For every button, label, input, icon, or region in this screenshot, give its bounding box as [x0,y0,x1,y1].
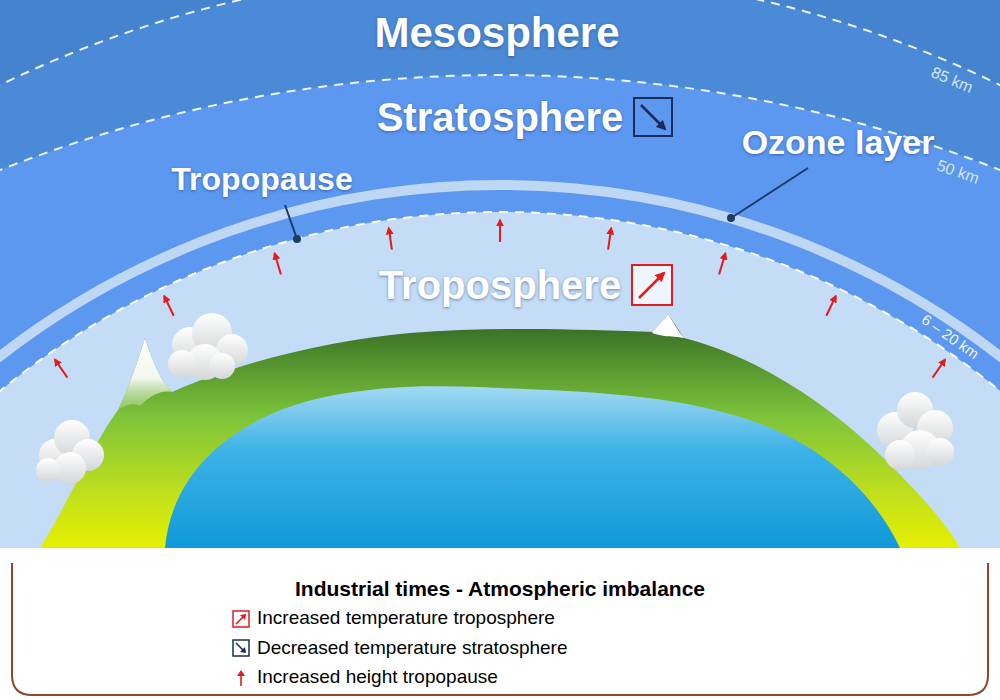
ocean [165,386,900,548]
legend-text: Increased temperature troposphere [257,607,555,630]
boundary-50 [0,75,1000,548]
legend-icon [232,639,250,657]
legend-icon [232,610,250,628]
land-mass [40,314,960,548]
temperature-rise-icon [632,265,672,305]
tropopause-rise-arrows [55,220,945,378]
callout-label: Tropopause [171,162,352,197]
cloud [877,392,954,470]
cloud [168,313,248,380]
cloud [36,420,104,484]
legend-title: Industrial times - Atmospheric imbalance [0,576,1000,601]
stratosphere-band [0,75,1000,548]
atmosphere-layers [0,0,1000,548]
layer-name: Troposphere [379,263,621,307]
boundary-85 [0,0,1000,548]
legend-entry: Decreased temperature stratosphere [232,634,568,664]
snow-peak [118,338,172,410]
legend-entry: Increased temperature troposphere [232,604,568,634]
legend-text: Increased height tropopause [257,666,498,689]
snow-peak [652,314,684,338]
legend-icon [232,669,250,687]
legend: Increased temperature troposphereDecreas… [232,604,568,693]
temperature-fall-icon [634,98,672,136]
legend-entry: Increased height tropopause [232,663,568,693]
leader-line [285,205,301,243]
legend-text: Decreased temperature stratosphere [257,637,568,660]
leader-line [727,168,808,222]
ozone-layer-band [0,185,1000,548]
layer-name: Mesosphere [374,10,619,56]
tropopause-line [0,212,1000,548]
callout-label: Ozone layer [742,124,935,161]
layer-name: Stratosphere [377,95,624,139]
